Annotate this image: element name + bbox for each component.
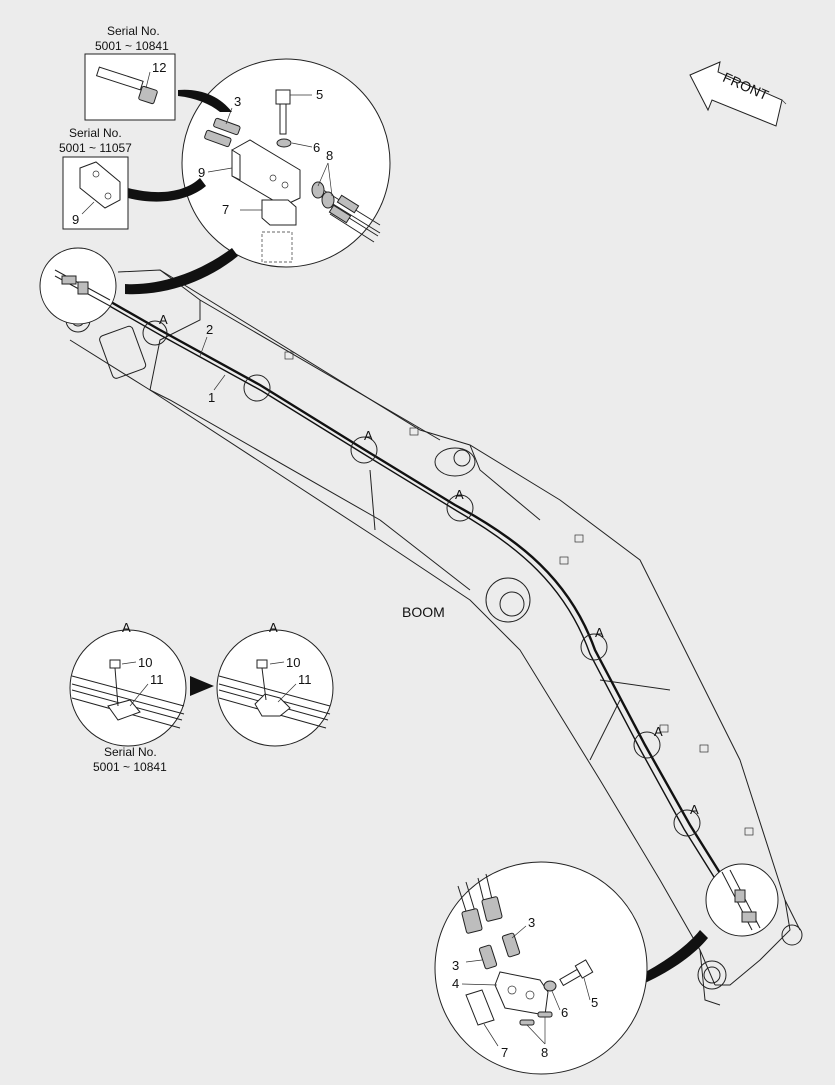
callout-12: 12: [152, 60, 166, 75]
callout-9: 9: [198, 165, 205, 180]
callout-9-left: 9: [72, 212, 79, 227]
foot-small-detail: [705, 863, 779, 937]
callout-3: 3: [234, 94, 241, 109]
callout-2: 2: [206, 322, 213, 337]
clamp-markers: A A A A A A: [142, 312, 701, 837]
clamp-marker: [350, 436, 378, 464]
clamp-marker: [142, 320, 168, 346]
serial-box-left: Serial No. 5001 ~ 11057 9: [59, 126, 132, 230]
boom-body: [65, 269, 803, 1006]
callout-3-bottom-upper: 3: [528, 915, 535, 930]
detail-a-right-label: A: [269, 620, 278, 635]
arrow-right-icon: [190, 676, 214, 696]
hose-lines: [89, 288, 742, 910]
callout-5: 5: [316, 87, 323, 102]
detail-a-right: A 10 11: [216, 620, 334, 747]
callout-8-bottom: 8: [541, 1045, 548, 1060]
callout-10-right: 10: [286, 655, 300, 670]
clamp-label: A: [455, 487, 464, 502]
serial-left-range: 5001 ~ 11057: [59, 141, 132, 155]
detail-pointers: [125, 89, 708, 983]
clamp-label: A: [654, 724, 663, 739]
detail-a-left-label: A: [122, 620, 131, 635]
clamp-marker: [446, 494, 474, 522]
clamp-marker: [633, 731, 661, 759]
clamp-marker: [673, 809, 701, 837]
bottom-detail: 3 3 4 6 5 7 8: [434, 861, 648, 1075]
clamp-marker: [580, 633, 608, 661]
serial-box-top: Serial No. 5001 ~ 10841 12: [84, 24, 176, 121]
callout-3-bottom-lower: 3: [452, 958, 459, 973]
clamp-label: A: [364, 428, 373, 443]
callout-11-right: 11: [298, 672, 312, 687]
serial-bottom-range: 5001 ~ 10841: [93, 760, 167, 774]
callout-6-bottom: 6: [561, 1005, 568, 1020]
callout-7-bottom: 7: [501, 1045, 508, 1060]
clamp-label: A: [159, 312, 168, 327]
callout-1: 1: [208, 390, 215, 405]
serial-top-title: Serial No.: [107, 24, 160, 38]
top-detail: 3 5 6 8 9 7: [181, 58, 391, 268]
detail-a-left: A 10 11 Serial No. 5001 ~ 10841: [69, 620, 187, 774]
callout-6: 6: [313, 140, 320, 155]
callout-5-bottom: 5: [591, 995, 598, 1010]
callout-11-left: 11: [150, 672, 164, 687]
callout-7: 7: [222, 202, 229, 217]
serial-left-title: Serial No.: [69, 126, 122, 140]
callout-4: 4: [452, 976, 459, 991]
clamp-label: A: [595, 625, 604, 640]
callout-8: 8: [326, 148, 333, 163]
serial-top-range: 5001 ~ 10841: [95, 39, 169, 53]
front-arrow-icon: FRONT: [689, 61, 787, 127]
clamp-label: A: [690, 802, 699, 817]
boom-label: BOOM: [402, 604, 445, 620]
clamp-marker: [243, 374, 271, 402]
callout-10-left: 10: [138, 655, 152, 670]
head-detail: [39, 247, 117, 325]
serial-bottom-title: Serial No.: [104, 745, 157, 759]
